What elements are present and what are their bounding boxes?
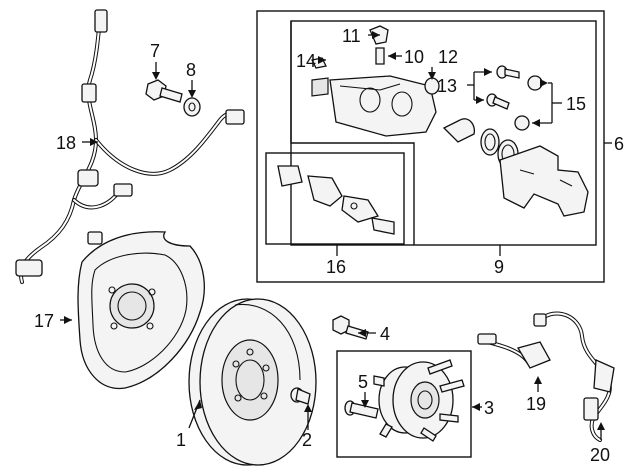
bolt-part-7 <box>145 79 183 103</box>
abs-harness-right-part <box>533 311 615 442</box>
callout-11: 11 <box>342 26 361 46</box>
callout-14: 14 <box>296 51 316 71</box>
callout-labels: 1 2 3 4 5 6 7 8 9 10 11 12 13 14 15 16 1… <box>34 26 624 465</box>
callout-18: 18 <box>56 133 76 153</box>
callout-7: 7 <box>150 41 160 61</box>
bolt-part-5 <box>344 400 379 419</box>
leader-arrowheads <box>64 31 605 430</box>
abs-harness-part <box>15 9 245 284</box>
callout-16: 16 <box>326 257 346 277</box>
pad-kit-box <box>265 152 405 245</box>
callout-13: 13 <box>437 76 457 96</box>
caliper-bracket-part <box>499 145 589 217</box>
callout-1: 1 <box>176 430 186 450</box>
abs-sensor-part <box>477 333 551 369</box>
caliper-assembly-box <box>256 10 605 283</box>
callout-6: 6 <box>614 134 624 154</box>
washer-part-8 <box>183 97 201 117</box>
callout-5: 5 <box>358 372 368 392</box>
hub-assembly-box <box>336 350 472 458</box>
dust-shield-part <box>77 231 205 390</box>
hub-bearing-part <box>373 359 465 442</box>
callout-12: 12 <box>438 47 458 67</box>
callout-8: 8 <box>186 60 196 80</box>
bolt-part-4 <box>332 315 369 340</box>
callout-9: 9 <box>494 257 504 277</box>
callout-20: 20 <box>590 445 610 465</box>
guide-pin-parts <box>424 65 543 131</box>
callout-17: 17 <box>34 311 54 331</box>
callout-3: 3 <box>484 398 494 418</box>
brake-rotor-part <box>188 298 317 466</box>
caliper-body-part <box>311 75 437 137</box>
callout-19: 19 <box>526 394 546 414</box>
callout-2: 2 <box>302 430 312 450</box>
caliper-box-edge <box>290 21 415 245</box>
callout-15: 15 <box>566 94 586 114</box>
callout-4: 4 <box>380 324 390 344</box>
callout-10: 10 <box>404 47 424 67</box>
brake-pad-kit-parts <box>277 165 395 235</box>
